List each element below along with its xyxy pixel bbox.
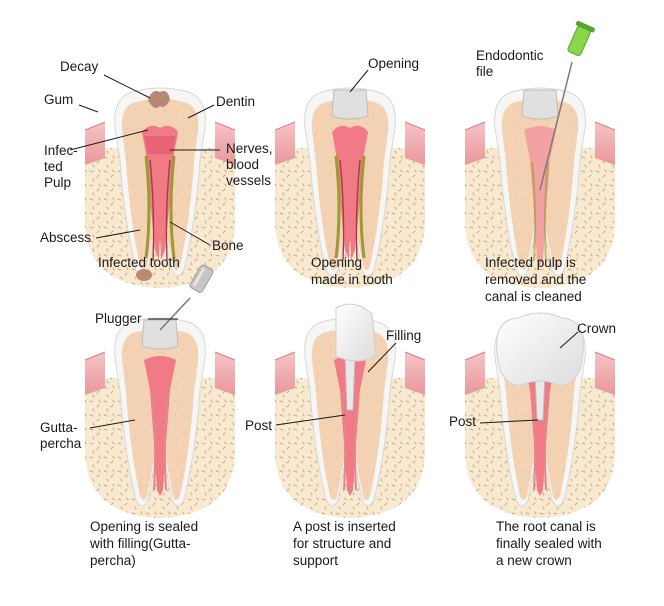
panel-sealing: [84, 264, 236, 519]
decay-spot: [148, 91, 170, 108]
label-bone: Bone: [212, 238, 244, 253]
caption-opening: Opening made in tooth: [311, 255, 393, 287]
filling-block: [335, 303, 377, 362]
caption-crown: The root canal is finally sealed with a …: [496, 519, 602, 568]
label-gutta-percha: Gutta- percha: [40, 420, 82, 451]
label-gum: Gum: [44, 92, 74, 107]
label-filling: Filling: [386, 328, 422, 343]
label-opening: Opening: [368, 56, 420, 71]
abscess-blob: [136, 269, 152, 281]
label-decay: Decay: [60, 59, 99, 74]
gutta-percha-fill: [144, 356, 176, 496]
label-nerves-vessels: Nerves, blood vessels: [226, 141, 273, 188]
label-crown: Crown: [577, 321, 617, 336]
label-abscess: Abscess: [40, 230, 92, 245]
panel-post: [274, 303, 426, 519]
infected-pulp-chamber: [142, 125, 178, 260]
caption-infected-tooth: Infected tooth: [98, 255, 180, 270]
leader-lines: [69, 69, 579, 429]
plugger-handle: [189, 264, 214, 293]
caption-sealing: Opening is sealed with filling(Gutta- pe…: [90, 519, 199, 568]
endodontic-file-shaft: [539, 61, 573, 191]
label-post: Post: [245, 418, 273, 433]
label-endodontic-file: Endodontic file: [476, 48, 544, 79]
opening-cavity: [331, 89, 369, 120]
panel-opening: [274, 87, 426, 289]
panel-infected-tooth: [84, 87, 236, 289]
label-dentin: Dentin: [216, 94, 256, 109]
caption-cleaning: Infected pulp is removed and the canal i…: [485, 255, 587, 304]
label-infected-pulp: Infec- ted Pulp: [44, 143, 78, 190]
panel-crown: [464, 312, 616, 519]
caption-post: A post is inserted for structure and sup…: [293, 519, 396, 568]
label-post-2: Post: [449, 414, 477, 429]
panel-cleaning: [464, 20, 616, 289]
label-plugger: Plugger: [95, 311, 142, 326]
crown-cap: [496, 312, 584, 386]
